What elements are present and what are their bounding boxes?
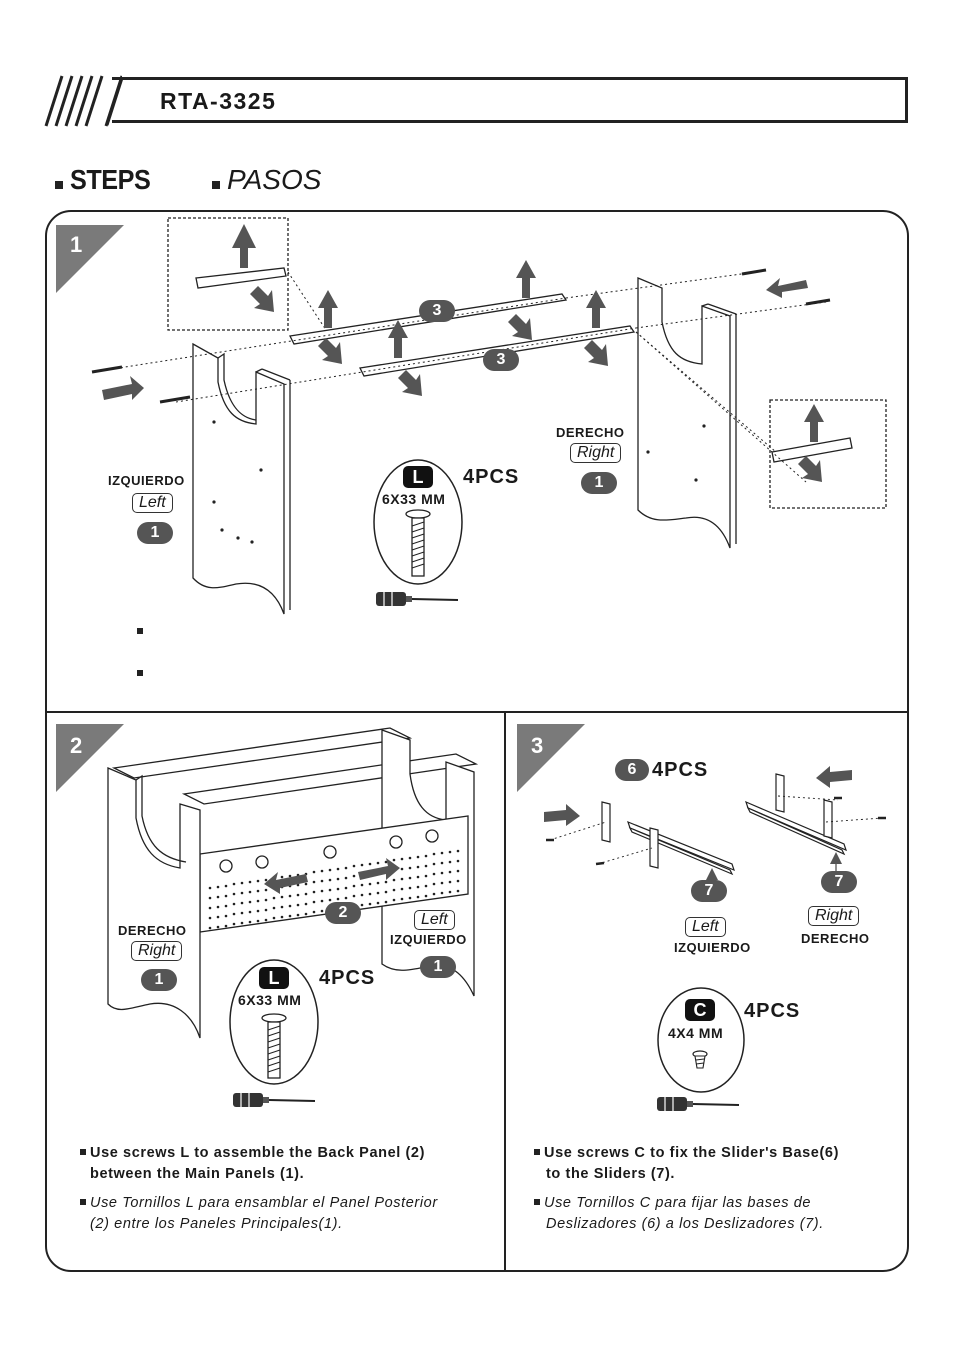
steps-bullet [55, 176, 63, 194]
step-2-screw-letter-badge: L [259, 967, 289, 989]
step-1-right-label-en: Right [570, 443, 622, 463]
step-2-instruction-en: Use screws L to assemble the Back Panel … [80, 1143, 500, 1185]
step-3-instruction-es-line-2: Deslizadores (6) a los Deslizadores (7). [546, 1216, 824, 1232]
step-2-right-label-en: Right [131, 941, 183, 961]
step-2-back-panel-part-number: 2 [325, 902, 361, 924]
step-2-instruction-en-line-2: between the Main Panels (1). [90, 1166, 305, 1182]
step-1-screw-quantity: 4PCS [463, 466, 520, 488]
step-3-instruction-en-line-2: to the Sliders (7). [546, 1166, 676, 1182]
step-2-left-part-number: 1 [420, 956, 456, 978]
step-3-instruction-en-line-1: Use screws C to fix the Slider's Base(6) [544, 1145, 839, 1161]
step-3-number: 3 [531, 733, 544, 758]
step-2-right-part-number: 1 [141, 969, 177, 991]
step-1-rail-part-number-top: 3 [419, 300, 455, 322]
frame-divider-vertical [504, 712, 506, 1272]
step-2-instruction-es: Use Tornillos L para ensamblar el Panel … [80, 1193, 500, 1235]
step-2-instruction-es-line-1: Use Tornillos L para ensamblar el Panel … [90, 1195, 438, 1211]
frame-divider-horizontal [46, 711, 908, 713]
step-2-triangle [56, 724, 124, 792]
step-2-left-label-en: Left [414, 910, 455, 930]
step-2-screw-quantity: 4PCS [319, 967, 376, 989]
step-1-bullet-1 [137, 628, 143, 634]
step-2-number: 2 [70, 733, 83, 758]
step-3-triangle [517, 724, 585, 792]
step-2-left-label-es: IZQUIERDO [390, 932, 467, 947]
pasos-bullet [212, 176, 220, 194]
model-number: RTA-3325 [160, 88, 277, 114]
step-3-screw-oval [657, 987, 745, 1093]
step-3-screw-quantity: 4PCS [744, 1000, 801, 1022]
step-1-bullet-2 [137, 670, 143, 676]
step-3-screwdriver-icon [657, 1097, 740, 1111]
step-1-left-label-en: Left [132, 493, 173, 513]
step-3-base-quantity: 4PCS [652, 759, 709, 781]
step-2-instruction-es-line-2: (2) entre los Paneles Principales(1). [90, 1216, 343, 1232]
step-2-instruction-en-line-1: Use screws L to assemble the Back Panel … [90, 1145, 426, 1161]
step-2-screw-oval [229, 959, 319, 1085]
step-3-right-label-en: Right [808, 906, 860, 926]
step-3-left-slider-part-number: 7 [691, 880, 727, 902]
step-1-screw-size: 6X33 MM [382, 491, 446, 507]
steps-heading-en: STEPS [70, 164, 151, 195]
step-3-screw-size: 4X4 MM [668, 1025, 724, 1041]
step-1-screwdriver-icon [376, 592, 459, 606]
step-1-left-label-es: IZQUIERDO [108, 473, 185, 488]
step-3-right-label-es: DERECHO [801, 931, 870, 946]
step-3-left-label-en: Left [685, 917, 726, 937]
step-2-screwdriver-icon [233, 1093, 316, 1107]
step-3-instruction-es: Use Tornillos C para fijar las bases de … [534, 1193, 904, 1235]
step-2-right-label-es: DERECHO [118, 923, 187, 938]
title-box [112, 77, 908, 123]
step-1-right-label-es: DERECHO [556, 425, 625, 440]
title-box-slant-edge [105, 77, 124, 126]
step-1-number: 1 [70, 232, 83, 257]
steps-frame [45, 210, 909, 1272]
steps-heading-es: PASOS [227, 164, 322, 195]
step-3-left-label-es: IZQUIERDO [674, 940, 751, 955]
step-3-screw-letter-badge: C [685, 999, 715, 1021]
step-3-illustration [544, 766, 886, 886]
step-3-base-part-number: 6 [615, 759, 649, 781]
step-1-screw-letter-badge: L [403, 466, 433, 488]
step-1-triangle [56, 225, 124, 293]
step-1-screw-oval [373, 459, 463, 585]
step-3-instruction-es-line-1: Use Tornillos C para fijar las bases de [544, 1195, 812, 1211]
step-1-illustration [91, 217, 887, 615]
step-2-illustration [107, 727, 479, 1039]
step-3-instruction-en: Use screws C to fix the Slider's Base(6)… [534, 1143, 904, 1185]
step-1-left-part-number: 1 [137, 522, 173, 544]
step-3-right-slider-part-number: 7 [821, 871, 857, 893]
step-1-rail-part-number-bottom: 3 [483, 349, 519, 371]
step-1-right-part-number: 1 [581, 472, 617, 494]
step-2-screw-size: 6X33 MM [238, 992, 302, 1008]
